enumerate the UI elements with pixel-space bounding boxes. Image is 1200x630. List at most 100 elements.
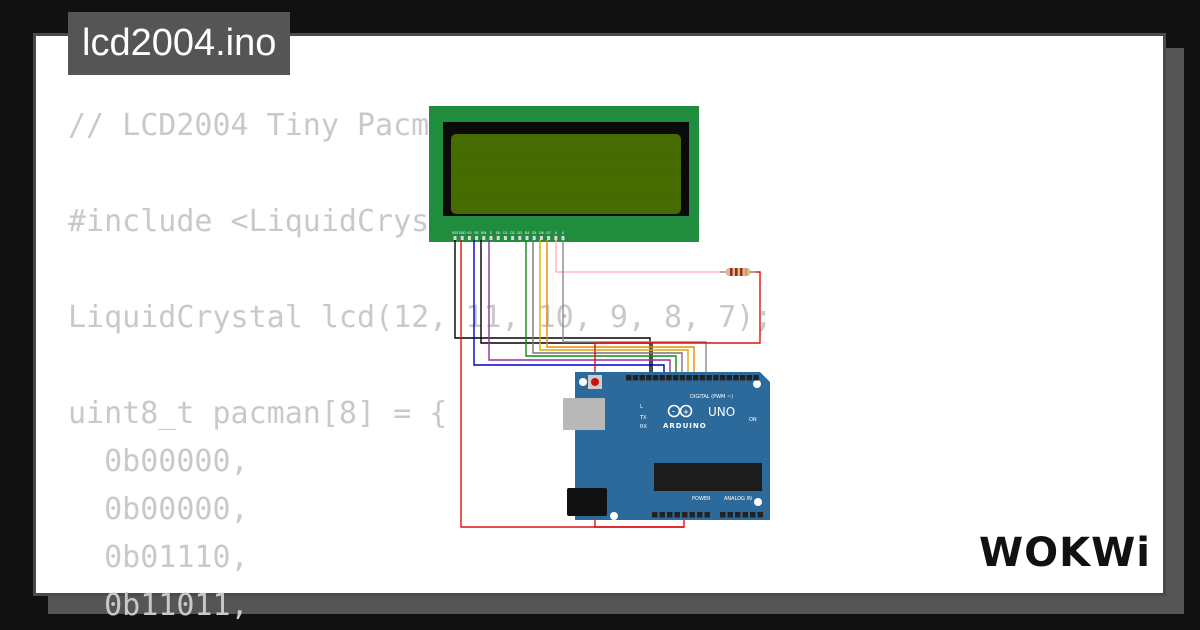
- lcd-pin[interactable]: [554, 236, 558, 240]
- wire-d5: [532, 240, 683, 378]
- lcd-pin-label: K: [562, 231, 565, 235]
- rx-label: RX: [640, 424, 647, 430]
- arduino-logo-icon: [667, 404, 693, 418]
- model-label: UNO: [708, 405, 735, 419]
- lcd-pin-label: RS: [474, 231, 478, 235]
- code-line: 0b01110,: [68, 540, 249, 575]
- power-pin[interactable]: [750, 512, 756, 518]
- wire-d7: [546, 240, 695, 378]
- digital-pin[interactable]: [746, 375, 753, 381]
- digital-pin[interactable]: [753, 375, 759, 381]
- digital-pin[interactable]: [679, 375, 686, 381]
- digital-pin[interactable]: [652, 375, 659, 381]
- code-line: 0b00000,: [68, 444, 249, 479]
- lcd-pin-label: D3: [518, 231, 522, 235]
- svg-text:WOKWi: WOKWi: [979, 530, 1151, 576]
- digital-pin[interactable]: [626, 375, 632, 381]
- power-pin[interactable]: [667, 512, 673, 518]
- digital-label: DIGITAL (PWM ~): [690, 394, 733, 400]
- microcontroller-chip: [654, 463, 762, 491]
- analog-label: ANALOG IN: [724, 496, 752, 502]
- lcd-pin-label: VDD: [459, 231, 467, 235]
- digital-pin[interactable]: [699, 375, 706, 381]
- digital-pin[interactable]: [632, 375, 639, 381]
- digital-pin[interactable]: [672, 375, 679, 381]
- digital-pin[interactable]: [646, 375, 652, 381]
- digital-pin[interactable]: [733, 375, 739, 381]
- project-title: lcd2004.ino: [68, 12, 291, 75]
- lcd-pin-label: RW: [481, 231, 487, 235]
- digital-pin[interactable]: [659, 375, 666, 381]
- power-pin[interactable]: [704, 512, 711, 518]
- lcd-pin[interactable]: [453, 236, 457, 240]
- wire-rs: [473, 240, 665, 378]
- code-line: 0b00000,: [68, 492, 249, 527]
- digital-pin[interactable]: [706, 375, 712, 381]
- lcd-pin-label: D4: [525, 231, 529, 235]
- lcd-pin[interactable]: [532, 236, 536, 240]
- arduino-uno-icon[interactable]: DIGITAL (PWM ~) POWER ANALOG IN TX RX ON…: [563, 372, 770, 520]
- power-pin[interactable]: [689, 512, 696, 518]
- resistor-icon[interactable]: [720, 268, 756, 276]
- wire-vdd: [460, 240, 685, 528]
- digital-pin[interactable]: [686, 375, 692, 381]
- lcd-pin[interactable]: [561, 236, 565, 240]
- digital-pin[interactable]: [713, 375, 719, 381]
- code-line: 0b11011,: [68, 588, 249, 623]
- lcd-pin[interactable]: [482, 236, 486, 240]
- reset-button[interactable]: [591, 378, 599, 386]
- power-pin[interactable]: [652, 512, 658, 518]
- power-pin[interactable]: [742, 512, 749, 518]
- power-pin[interactable]: [757, 512, 764, 518]
- lcd-pin[interactable]: [525, 236, 529, 240]
- digital-pin[interactable]: [693, 375, 699, 381]
- lcd-pin[interactable]: [496, 236, 500, 240]
- wire-rw: [480, 240, 653, 378]
- power-pin[interactable]: [682, 512, 688, 518]
- lcd-pin[interactable]: [547, 236, 551, 240]
- usb-port: [563, 398, 605, 430]
- power-pin[interactable]: [727, 512, 734, 518]
- lcd-pin[interactable]: [475, 236, 479, 240]
- lcd-pin-label: D0: [496, 231, 500, 235]
- lcd-pin[interactable]: [460, 236, 464, 240]
- lcd-pin-label: D6: [539, 231, 543, 235]
- lcd-pin[interactable]: [503, 236, 507, 240]
- lcd-pin-label: A: [555, 231, 558, 235]
- lcd-pin-label: D2: [510, 231, 514, 235]
- wire-k: [562, 240, 707, 378]
- lcd-pin[interactable]: [467, 236, 471, 240]
- code-line: LiquidCrystal lcd(12, 11, 10, 9, 8, 7);: [68, 300, 773, 335]
- digital-pin[interactable]: [719, 375, 726, 381]
- wire-vss: [454, 240, 651, 378]
- wire-e: [488, 240, 671, 378]
- l-label: L: [640, 404, 643, 410]
- wire-d4: [525, 240, 677, 378]
- lcd-pin[interactable]: [511, 236, 515, 240]
- power-pin[interactable]: [674, 512, 681, 518]
- wire-gnd: [594, 271, 761, 528]
- power-pin[interactable]: [720, 512, 726, 518]
- power-pin[interactable]: [659, 512, 666, 518]
- on-label: ON: [749, 417, 757, 423]
- lcd-pin-label: D5: [532, 231, 536, 235]
- svg-text:–: –: [672, 409, 675, 416]
- lcd-pin-label: V0: [467, 231, 471, 235]
- wires: [454, 240, 761, 528]
- power-pin[interactable]: [697, 512, 703, 518]
- digital-pin[interactable]: [639, 375, 645, 381]
- lcd-pin-label: VSS: [452, 231, 458, 235]
- lcd-pin-label: D7: [546, 231, 550, 235]
- lcd-pin[interactable]: [518, 236, 522, 240]
- lcd-pin-label: E: [490, 231, 492, 235]
- svg-text:+: +: [683, 408, 689, 416]
- digital-pin[interactable]: [739, 375, 746, 381]
- lcd-pin[interactable]: [489, 236, 493, 240]
- power-label: POWER: [692, 496, 711, 502]
- power-pin[interactable]: [735, 512, 741, 518]
- digital-pin[interactable]: [726, 375, 733, 381]
- lcd-pin[interactable]: [539, 236, 543, 240]
- digital-pin[interactable]: [666, 375, 672, 381]
